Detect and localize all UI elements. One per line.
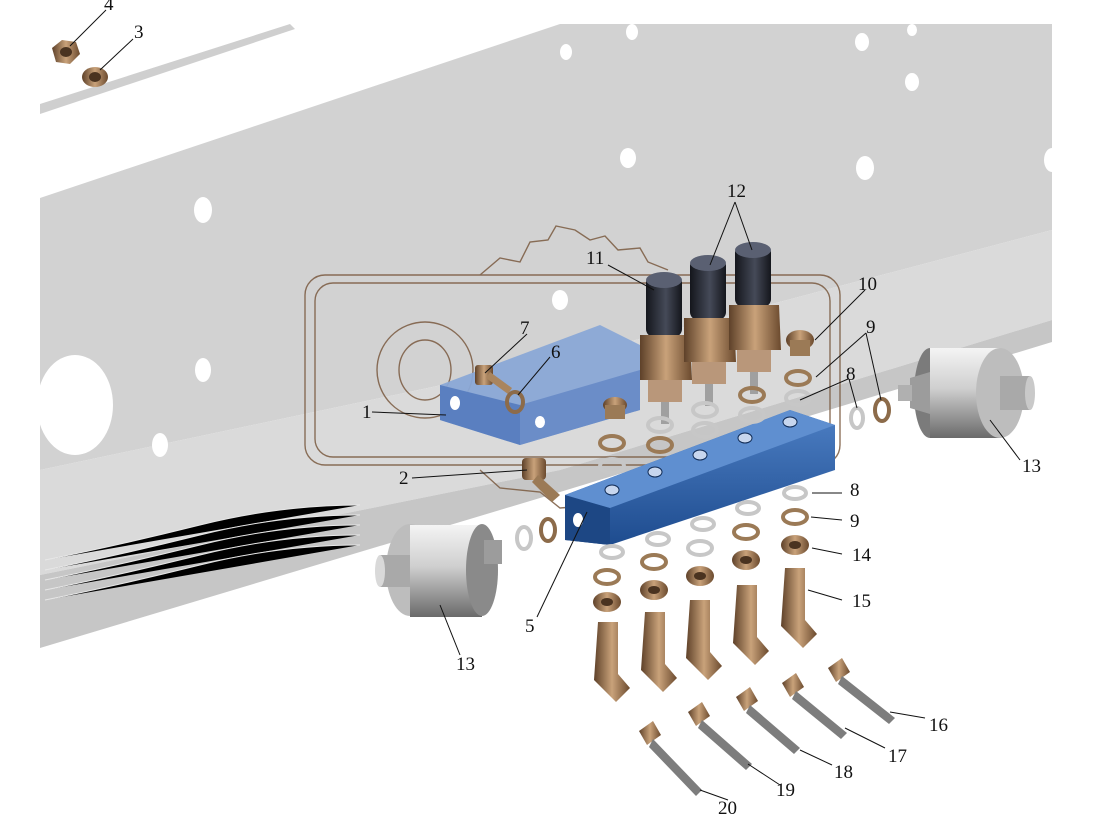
callout-6: 6 — [551, 342, 561, 363]
nut-part-3 — [82, 67, 108, 87]
valve-1 — [640, 272, 692, 424]
callout-13-left: 13 — [456, 654, 475, 675]
tube-fittings-group — [639, 658, 895, 796]
callout-2: 2 — [399, 468, 409, 489]
callout-8-lower: 8 — [850, 480, 860, 501]
elbow-fittings-part-15 — [594, 568, 817, 702]
callout-4: 4 — [104, 0, 114, 15]
callout-11: 11 — [586, 248, 604, 269]
frame-texture — [44, 504, 361, 601]
callout-13-right: 13 — [1022, 456, 1041, 477]
tube-part-20 — [639, 721, 702, 796]
bolt-part-2 — [522, 458, 560, 502]
callout-labels: 1 2 3 4 5 6 7 8 8 9 9 10 11 12 13 13 14 … — [104, 0, 1041, 819]
callout-20: 20 — [718, 798, 737, 819]
valve-2 — [684, 255, 736, 406]
washers-group — [515, 369, 891, 551]
frame-holes — [37, 24, 1060, 457]
bracket-part-1 — [440, 325, 640, 445]
callout-12: 12 — [727, 181, 746, 202]
washer-part-6 — [505, 390, 525, 414]
nut-part-4 — [52, 40, 80, 64]
fittings-washers-rows — [593, 485, 817, 702]
leader-lines — [69, 9, 1021, 801]
callout-7: 7 — [520, 318, 530, 339]
sensor-part-13-left — [375, 524, 502, 617]
callout-19: 19 — [776, 780, 795, 801]
callout-5: 5 — [525, 616, 535, 637]
callout-9-lower: 9 — [850, 511, 860, 532]
valve-3 — [729, 242, 781, 394]
frame-side-member — [37, 24, 1060, 648]
callout-9-upper: 9 — [866, 317, 876, 338]
tube-part-18 — [736, 687, 800, 754]
plug-part-10 — [786, 330, 814, 356]
watermark-logo — [304, 225, 841, 509]
tube-part-19 — [688, 702, 752, 770]
callout-8-upper: 8 — [846, 364, 856, 385]
plug-small — [603, 397, 627, 419]
callout-1: 1 — [362, 402, 372, 423]
valve-assembly-part-11 — [640, 242, 781, 424]
sensor-part-13-right — [898, 348, 1035, 438]
tube-part-17 — [782, 673, 847, 739]
callout-14: 14 — [852, 545, 872, 566]
callout-10: 10 — [858, 274, 877, 295]
distribution-block-part-5 — [565, 410, 835, 545]
callout-15: 15 — [852, 591, 871, 612]
callout-16: 16 — [929, 715, 948, 736]
tube-part-16 — [828, 658, 895, 724]
callout-17: 17 — [888, 746, 907, 767]
callout-18: 18 — [834, 762, 853, 783]
callout-3: 3 — [134, 22, 144, 43]
